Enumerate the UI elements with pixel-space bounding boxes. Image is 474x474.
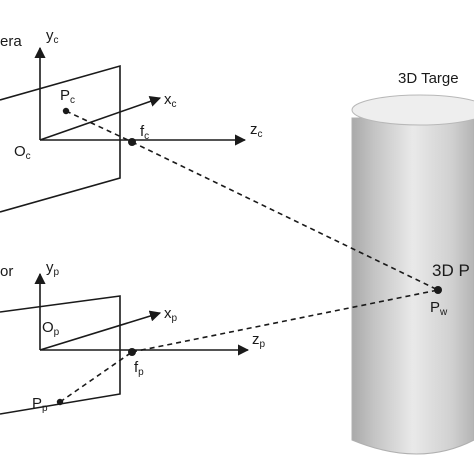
projector-image-plane <box>0 295 121 415</box>
target-title: 3D Targe <box>398 70 459 87</box>
camera-title-fragment: era <box>0 33 22 50</box>
projector-point-label: Pp <box>32 395 48 414</box>
camera-x-axis <box>39 96 162 141</box>
projector-focal-label: fp <box>134 359 144 378</box>
camera-x-label: xc <box>164 91 177 110</box>
target-point-label: 3D P <box>432 261 470 280</box>
projector-y-label: yp <box>46 259 60 278</box>
camera-image-plane <box>0 64 121 213</box>
camera-z-label: zc <box>250 121 263 140</box>
projector-origin-label: Op <box>42 319 60 338</box>
ray-camera-point-to-focal <box>65 110 133 143</box>
camera-focal-label: fc <box>140 123 149 142</box>
ray-projector-point-to-focal <box>59 351 133 403</box>
projector-group: or yp xp zp Op Pp fp <box>0 259 266 415</box>
target-cylinder <box>351 94 474 455</box>
ray-camera-focal-to-world <box>131 141 439 291</box>
world-point <box>434 286 442 294</box>
cylinder-body <box>351 117 474 455</box>
camera-y-label: yc <box>46 27 59 46</box>
projector-x-axis <box>39 310 162 351</box>
projector-title-fragment: or <box>0 263 13 280</box>
ray-projector-focal-to-world <box>131 289 439 353</box>
camera-point-label: Pc <box>60 87 75 106</box>
cylinder-top <box>351 94 474 126</box>
projector-z-label: zp <box>252 331 266 350</box>
camera-group: era yc xc zc Oc Pc fc <box>0 27 263 213</box>
camera-origin-label: Oc <box>14 143 31 162</box>
projector-x-label: xp <box>164 305 178 324</box>
world-point-label: Pw <box>430 299 448 318</box>
